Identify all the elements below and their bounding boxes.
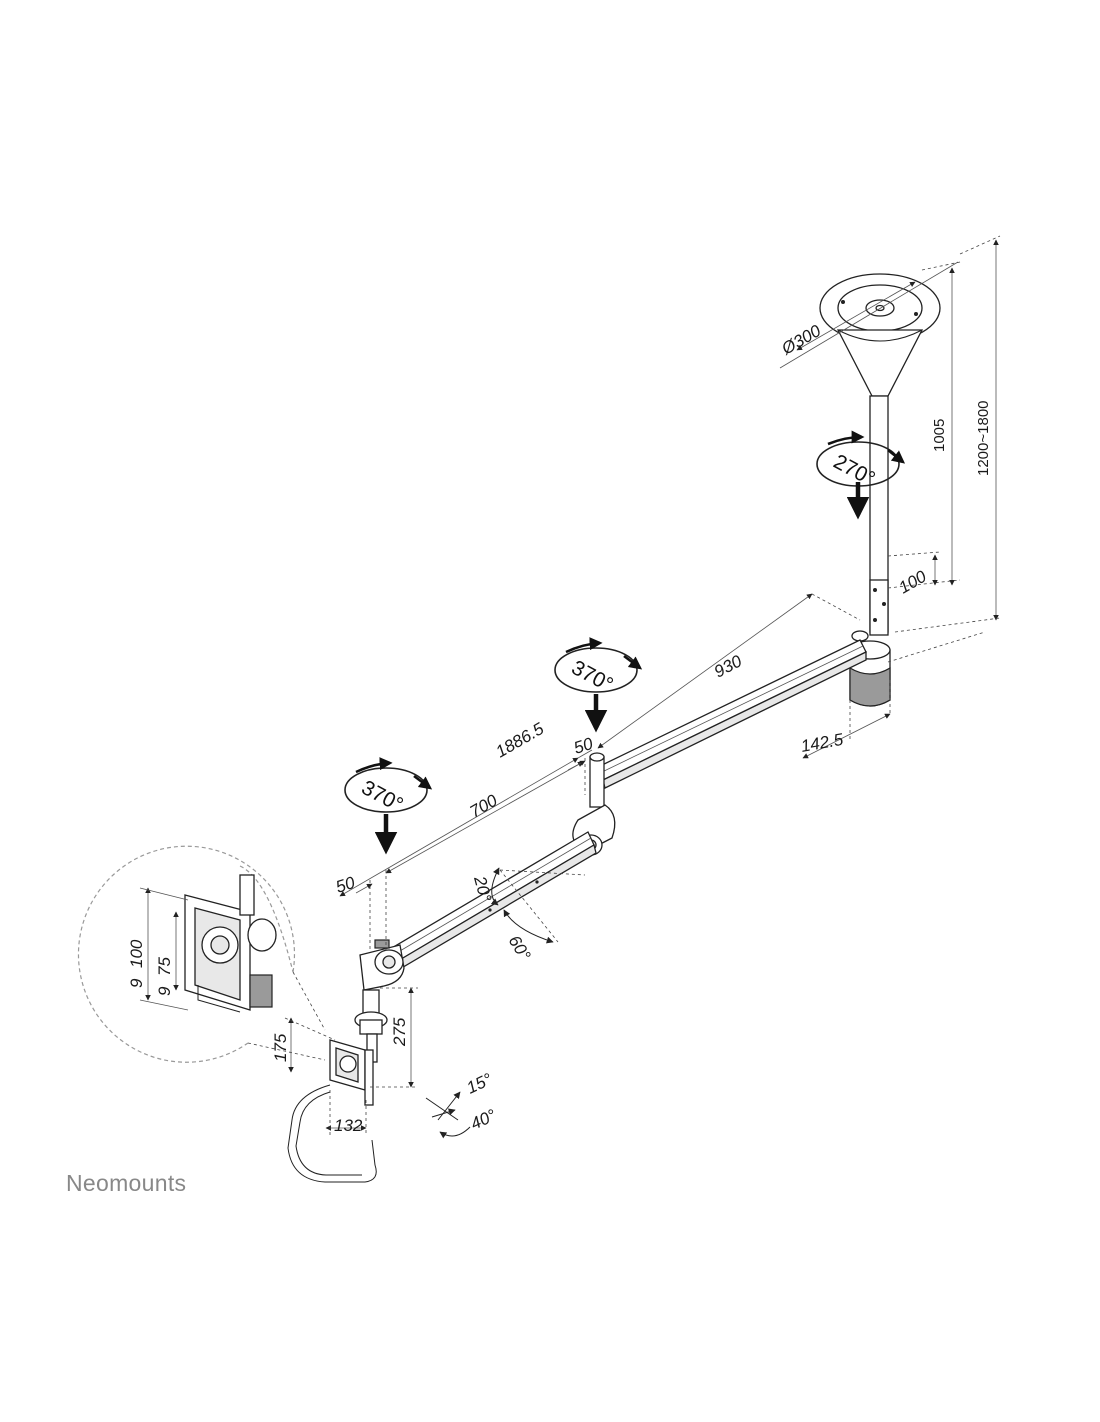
label-arm-tilt-down: 60° — [505, 932, 535, 964]
zoom-detail — [77, 845, 326, 1063]
label-arm-mid: 700 — [467, 791, 502, 822]
label-pole-length: 1005 — [931, 419, 948, 452]
label-plate-height: 175 — [271, 1033, 290, 1062]
label-joint-offset-2: 50 — [333, 873, 357, 897]
label-plate-width: 132 — [334, 1116, 363, 1135]
dimension-lines — [139, 235, 1001, 1139]
vertical-pole — [869, 395, 889, 636]
brand-logo: Neomounts — [66, 1170, 187, 1196]
rotation-mid — [554, 637, 643, 733]
label-zoom-offset-2: 9 — [155, 986, 174, 996]
label-base-offset: 142.5 — [799, 730, 845, 756]
label-zoom-offset-1: 9 — [127, 978, 146, 988]
label-head-tilt: 15° — [464, 1069, 496, 1097]
label-drop-height: 275 — [390, 1017, 409, 1047]
vesa-plate — [287, 1039, 377, 1183]
label-zoom-vesa-2: 75 — [155, 957, 174, 976]
label-pole-adjust: 100 — [896, 567, 931, 598]
ceiling-plate — [819, 273, 941, 397]
label-plate-diameter: Ø300 — [778, 321, 825, 359]
front-joint — [354, 939, 405, 1063]
label-overall-length: 1886.5 — [493, 719, 548, 762]
label-height-range: 1200~1800 — [975, 401, 992, 477]
rotation-lower — [344, 757, 433, 855]
label-zoom-vesa-1: 100 — [127, 939, 146, 968]
rotation-top — [816, 430, 906, 520]
label-head-swivel: 40° — [468, 1105, 500, 1133]
label-arm-long: 930 — [711, 651, 745, 681]
